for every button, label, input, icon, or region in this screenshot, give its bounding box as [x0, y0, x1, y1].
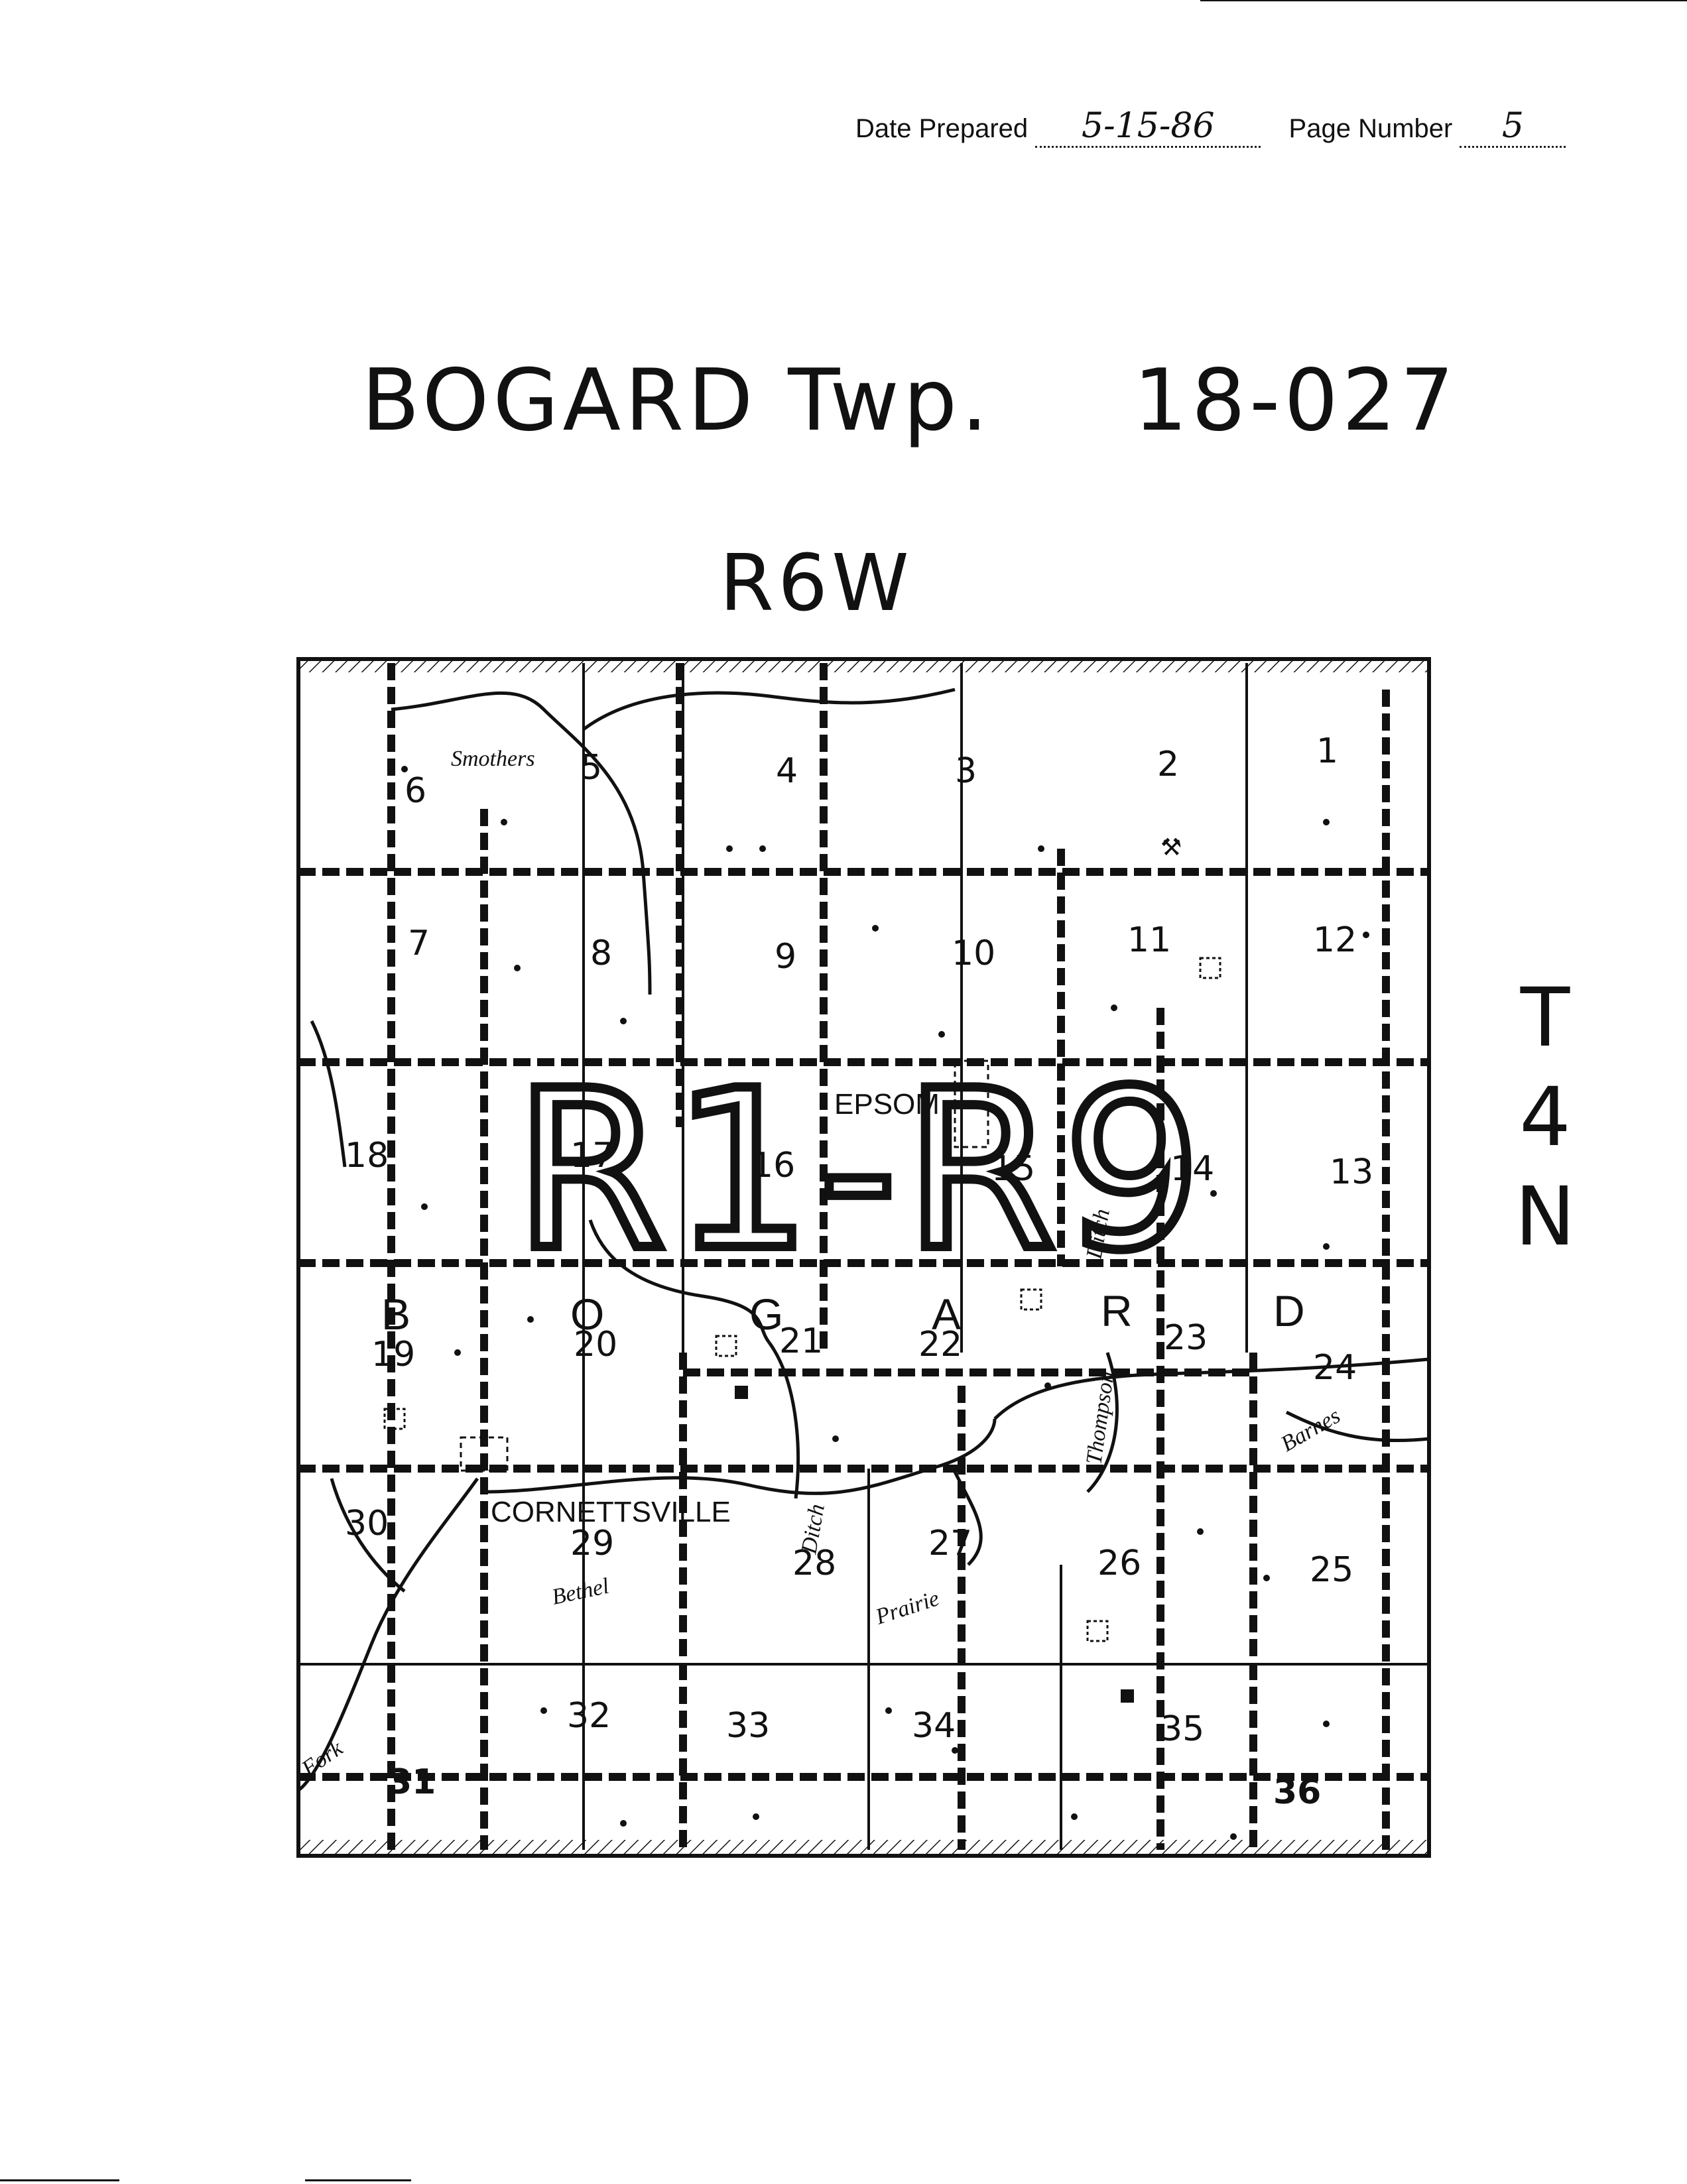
section-19: 19: [371, 1335, 415, 1374]
section-31: 31: [388, 1762, 436, 1802]
section-22: 22: [918, 1325, 962, 1365]
township-number-4: 4: [1519, 1070, 1571, 1164]
section-18: 18: [345, 1136, 389, 1176]
page-number-label: Page Number: [1288, 114, 1453, 143]
section-24: 24: [1313, 1348, 1357, 1388]
header-line: Date Prepared 5-15-86 Page Number 5: [855, 106, 1566, 148]
section-15: 15: [991, 1149, 1035, 1189]
cemetery-icon: [1086, 1620, 1109, 1642]
scan-edge-line: [1200, 0, 1687, 1]
township-title: BOGARD Twp. 18-027: [361, 351, 1458, 450]
scan-edge-line: [0, 2179, 119, 2181]
letter-g: G: [749, 1290, 783, 1339]
scan-edge-line: [305, 2179, 411, 2181]
section-16: 16: [751, 1146, 795, 1185]
section-34: 34: [912, 1706, 956, 1746]
north-hatch: [298, 659, 1429, 672]
letter-b: B: [381, 1290, 410, 1339]
house-dots: [401, 766, 1369, 1840]
township-number-t: T: [1520, 971, 1570, 1065]
church-icon: [1121, 1689, 1134, 1703]
section-12: 12: [1313, 920, 1357, 960]
section-30: 30: [345, 1504, 389, 1544]
section-9: 9: [775, 937, 796, 977]
section-20: 20: [574, 1325, 617, 1365]
section-4: 4: [776, 751, 798, 791]
township-code: 18-027: [1133, 351, 1458, 450]
range-title: R6W: [719, 537, 913, 629]
section-14: 14: [1170, 1149, 1214, 1189]
township-map: 1 2 3 4 5 6 7 8 9 10 11 12 13 14 15 16 1…: [296, 657, 1431, 1858]
section-28: 28: [792, 1544, 836, 1583]
section-29: 29: [570, 1524, 614, 1563]
section-5: 5: [580, 748, 602, 788]
road-grid: [387, 663, 1390, 1850]
section-23: 23: [1164, 1318, 1208, 1358]
cemetery-icon: [1199, 957, 1221, 979]
township-number: T 4 N: [1505, 968, 1585, 1266]
cemetery-icon: [383, 1408, 406, 1430]
label-smothers: Smothers: [451, 747, 535, 771]
section-numbers: 1 2 3 4 5 6 7 8 9 10 11 12 13 14 15 16 1…: [345, 731, 1373, 1812]
overlay-label: R1-R9: [514, 1044, 1209, 1298]
section-32: 32: [567, 1696, 611, 1736]
label-prairie: Prairie: [872, 1586, 942, 1630]
section-lines: [298, 663, 1429, 1850]
page-number-value: 5: [1460, 106, 1566, 148]
section-36: 36: [1273, 1772, 1321, 1812]
section-26: 26: [1097, 1544, 1141, 1583]
cemetery-icon: [1020, 1288, 1042, 1311]
church-icon: [735, 1386, 748, 1399]
section-33: 33: [726, 1706, 770, 1746]
cornettsville-town-outline: [460, 1436, 509, 1472]
section-35: 35: [1160, 1709, 1204, 1749]
section-21: 21: [779, 1321, 823, 1361]
place-cornettsville: CORNETTSVILLE: [491, 1496, 731, 1528]
label-thompson: Thompson: [1082, 1370, 1119, 1466]
section-27: 27: [928, 1524, 972, 1563]
township-name-letters: B O G A R D: [381, 1286, 1305, 1339]
place-epsom: EPSOM: [834, 1088, 940, 1121]
section-3: 3: [955, 751, 977, 791]
map-symbols: ⚒: [383, 766, 1369, 1840]
section-7: 7: [408, 924, 430, 963]
section-6: 6: [405, 771, 426, 811]
streams: [297, 688, 1430, 1792]
cemetery-icon: [715, 1335, 737, 1357]
label-bethel: Bethel: [550, 1574, 611, 1610]
section-10: 10: [952, 934, 995, 973]
epsom-town-outline: [954, 1060, 989, 1148]
letter-o: O: [570, 1290, 604, 1339]
section-25: 25: [1310, 1550, 1353, 1590]
section-13: 13: [1330, 1152, 1373, 1192]
section-17: 17: [570, 1136, 614, 1176]
letter-r: R: [1101, 1286, 1133, 1335]
township-name: BOGARD Twp.: [361, 351, 992, 450]
section-1: 1: [1316, 731, 1338, 771]
township-number-n: N: [1515, 1170, 1576, 1264]
date-prepared-label: Date Prepared: [855, 114, 1029, 143]
letter-d: D: [1273, 1286, 1305, 1335]
mine-icon: ⚒: [1160, 834, 1182, 861]
letter-a: A: [932, 1290, 961, 1339]
south-hatch: [298, 1840, 1429, 1854]
section-2: 2: [1157, 745, 1179, 784]
section-11: 11: [1127, 920, 1171, 960]
section-8: 8: [590, 934, 612, 973]
road-grid-horizontal: [298, 868, 1429, 1781]
date-prepared-value: 5-15-86: [1035, 106, 1261, 148]
place-labels: EPSOM CORNETTSVILLE: [491, 1088, 940, 1528]
